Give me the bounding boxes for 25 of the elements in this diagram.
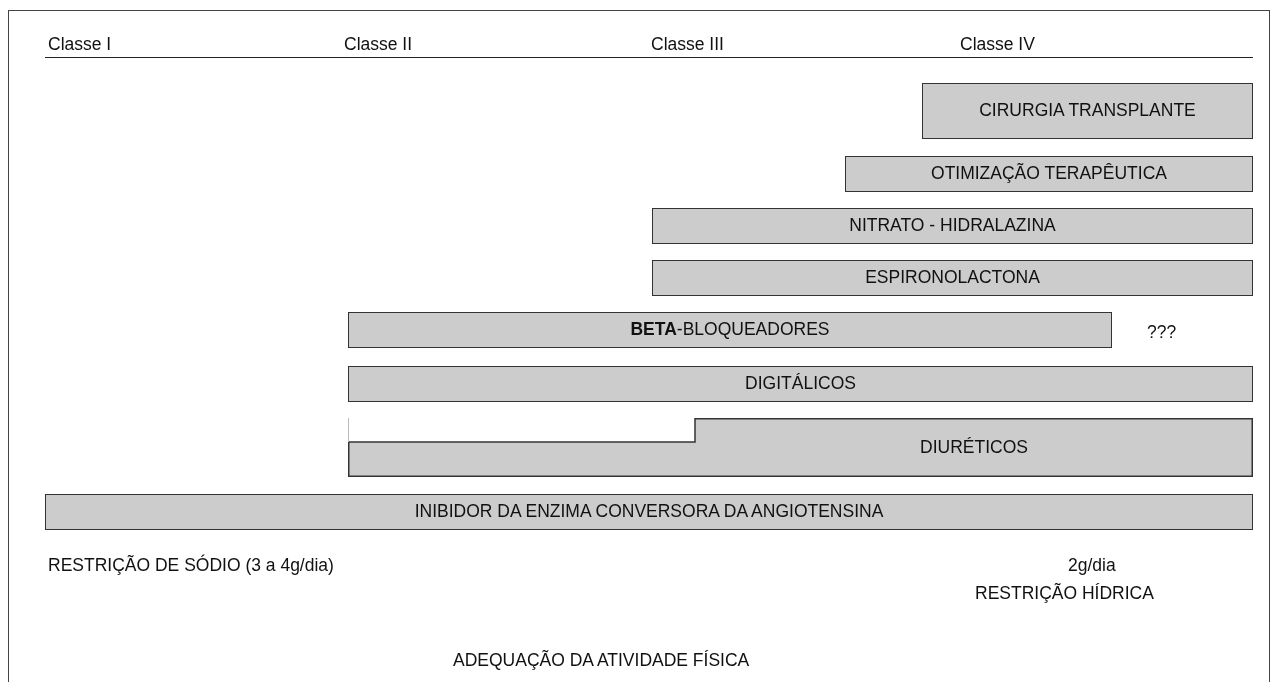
class-header: Classe II [344,34,413,55]
bar-label: DIGITÁLICOS [745,373,856,395]
bar-label: BETA-BLOQUEADORES [630,319,830,341]
note-text: 2g/dia [1068,555,1116,576]
therapy-bar [845,156,1253,192]
bar-label: NITRATO - HIDRALAZINA [849,215,1056,237]
therapy-bar [348,366,1253,402]
therapy-bar [922,83,1253,139]
stepped-bar [348,418,1253,477]
note-text: RESTRIÇÃO DE SÓDIO (3 a 4g/dia) [48,555,334,576]
bar-label: CIRURGIA TRANSPLANTE [979,100,1196,122]
class-header: Classe III [651,34,724,55]
therapy-bar [348,312,1112,348]
therapy-bar [652,260,1253,296]
therapy-bar [45,494,1253,530]
bar-label: ESPIRONOLACTONA [865,267,1040,289]
note-text: RESTRIÇÃO HÍDRICA [975,583,1154,604]
therapy-bar [652,208,1253,244]
bar-label: OTIMIZAÇÃO TERAPÊUTICA [931,163,1167,185]
note-text: ??? [1147,322,1177,343]
note-text: ADEQUAÇÃO DA ATIVIDADE FÍSICA [453,650,750,671]
bar-label: INIBIDOR DA ENZIMA CONVERSORA DA ANGIOTENSINA [414,501,884,523]
class-header: Classe IV [960,34,1035,55]
class-header: Classe I [48,34,112,55]
bar-label: DIURÉTICOS [920,436,1028,459]
